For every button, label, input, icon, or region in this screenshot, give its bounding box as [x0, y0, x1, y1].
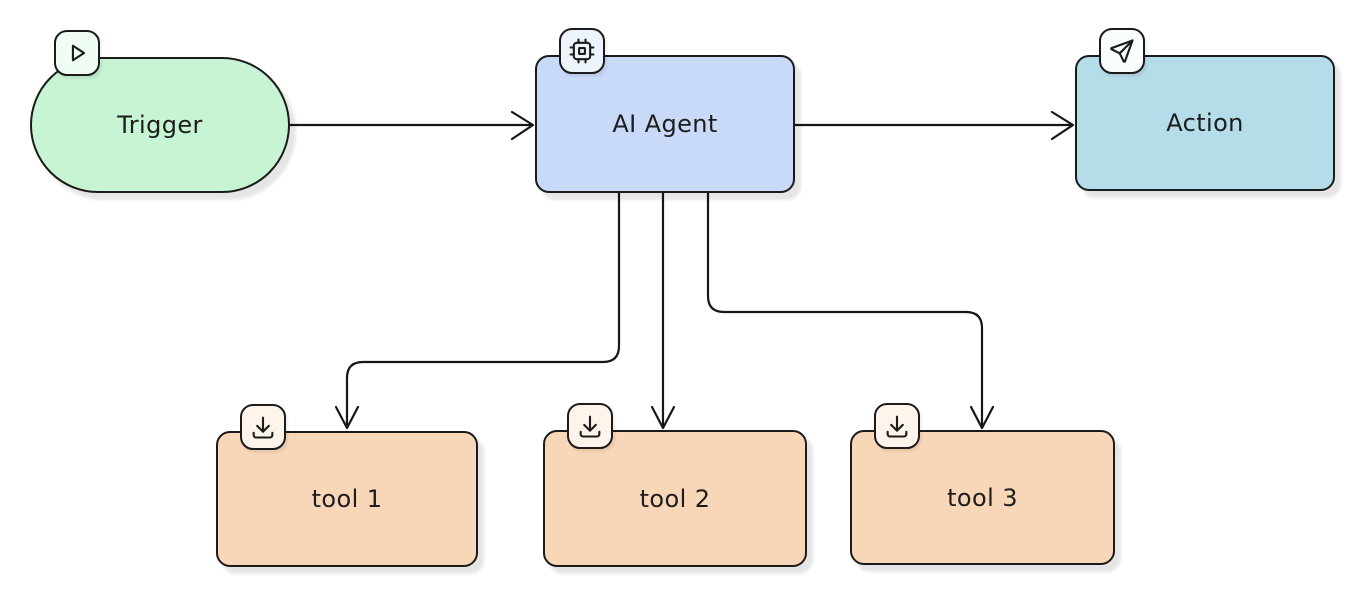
download-icon	[886, 415, 908, 438]
send-icon	[1110, 39, 1134, 63]
edge-agent-to-tool1	[334, 191, 621, 430]
node-tool-1: tool 1	[216, 404, 478, 567]
node-label-trigger: Trigger	[117, 111, 203, 139]
action-badge	[1099, 28, 1145, 74]
edge-agent-to-tool3	[706, 191, 995, 430]
cpu-icon	[569, 38, 595, 64]
edge-trigger-to-agent	[288, 110, 535, 141]
node-label-action: Action	[1166, 109, 1244, 137]
edge-agent-to-action	[793, 110, 1075, 141]
node-trigger: Trigger	[30, 30, 290, 193]
node-tool-3: tool 3	[850, 403, 1115, 565]
node-action: Action	[1075, 28, 1335, 191]
node-label-tool-3: tool 3	[947, 483, 1018, 512]
download-icon	[252, 416, 274, 439]
node-label-tool-1: tool 1	[311, 485, 383, 513]
tool-3-badge	[874, 403, 920, 449]
tool-1-badge	[240, 404, 286, 450]
node-label-tool-2: tool 2	[639, 484, 711, 513]
download-icon	[579, 415, 601, 438]
node-ai-agent: AI Agent	[535, 28, 795, 193]
tool-2-badge	[567, 403, 613, 449]
ai-agent-badge	[559, 28, 605, 74]
node-tool-2: tool 2	[543, 403, 807, 567]
edge-agent-to-tool2	[650, 191, 676, 430]
trigger-badge	[54, 30, 100, 76]
node-label-ai-agent: AI Agent	[612, 110, 718, 138]
play-icon	[71, 44, 86, 62]
